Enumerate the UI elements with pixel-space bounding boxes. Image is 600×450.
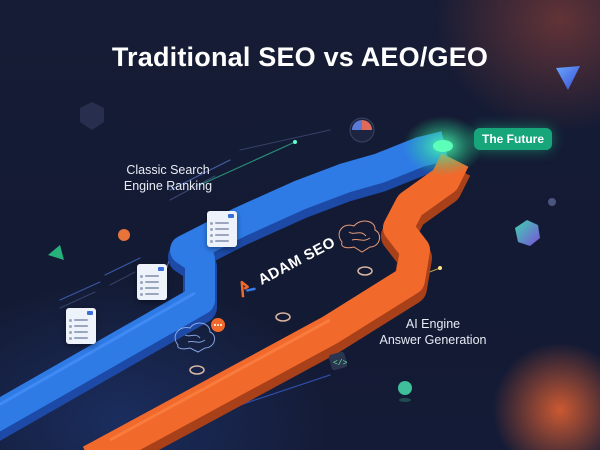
brain-icon — [338, 220, 381, 253]
sphere-icon — [548, 198, 556, 206]
future-convergence-node — [403, 116, 483, 176]
chat-bubble-icon — [211, 318, 225, 332]
brain-icon — [174, 322, 216, 353]
classic-search-label: Classic Search Engine Ranking — [108, 162, 228, 194]
triangle-shape-icon — [48, 245, 64, 260]
hexagon-shape-icon — [515, 220, 540, 246]
search-result-card-icon — [207, 211, 237, 247]
adam-seo-logo-icon — [240, 280, 256, 298]
the-future-badge: The Future — [474, 128, 552, 150]
search-result-card-icon — [137, 264, 167, 300]
code-icon: </> — [328, 351, 348, 371]
brand-logo: ADAM SEO — [234, 233, 339, 300]
ai-engine-label-line1: AI Engine — [405, 317, 461, 331]
triangle-shape-icon — [556, 66, 580, 90]
traditional-seo-path — [0, 131, 449, 441]
svg-text:</>: </> — [333, 359, 348, 368]
classic-search-label-line2: Engine Ranking — [123, 179, 213, 193]
ai-engine-label-line2: Answer Generation — [379, 333, 487, 347]
page-title: Traditional SEO vs AEO/GEO — [111, 42, 489, 72]
hexagon-shape-icon — [80, 102, 104, 130]
sphere-icon — [398, 381, 412, 395]
sphere-icon — [118, 229, 130, 241]
ai-engine-label: AI Engine Answer Generation — [368, 316, 498, 348]
pie-chart-icon — [349, 117, 375, 143]
ai-engine-path — [82, 153, 471, 450]
classic-search-label-line1: Classic Search — [126, 163, 210, 177]
waypoint-markers — [189, 266, 373, 375]
search-result-card-icon — [66, 308, 96, 344]
